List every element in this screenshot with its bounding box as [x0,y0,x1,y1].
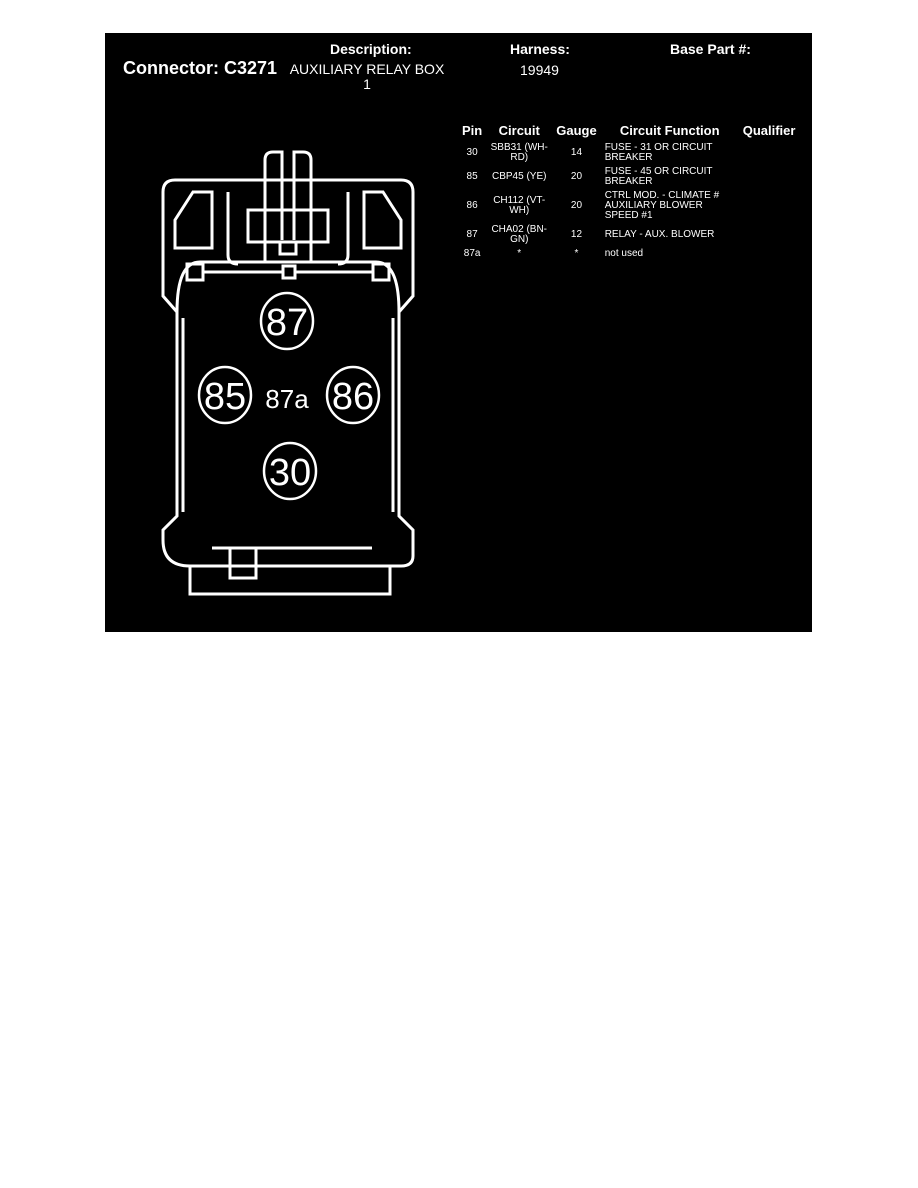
col-function: Circuit Function [619,123,720,138]
function: FUSE - 31 OR CIRCUIT BREAKER [604,142,713,163]
pin-87a-label: 87a [265,384,309,414]
pin-86-circle [325,365,381,425]
circuit: CH112 (VT-WH) [493,195,546,216]
circuit: SBB31 (WH-RD) [490,142,548,163]
function: not used [604,248,644,259]
function: RELAY - AUX. BLOWER [604,229,715,240]
harness-label: Harness: [510,41,570,57]
pin-87-circle [259,291,315,351]
col-pin: Pin [462,123,483,138]
gauge: 20 [570,171,583,182]
pin: 86 [466,200,478,211]
connector-panel: Connector: C3271 Description: AUXILIARY … [105,33,812,632]
table-row: 86 CH112 (VT-WH) 20 CTRL MOD. - CLIMATE … [458,189,799,223]
pin-table: Pin Circuit Gauge Circuit Function Quali… [458,123,799,261]
table-row: 30 SBB31 (WH-RD) 14 FUSE - 31 OR CIRCUIT… [458,141,799,165]
description-label: Description: [330,41,412,57]
table-row: 87 CHA02 (BN-GN) 12 RELAY - AUX. BLOWER [458,223,799,247]
pin: 87 [466,229,478,240]
gauge: * [574,248,579,259]
table-header: Pin Circuit Gauge Circuit Function Quali… [458,123,799,141]
table-row: 87a * * not used [458,247,799,261]
harness-value: 19949 [520,62,559,78]
circuit: CBP45 (YE) [492,171,547,182]
pin-30-circle [262,441,318,501]
gauge: 14 [570,147,583,158]
pin: 85 [466,171,478,182]
pin-86-label: 86 [332,376,374,418]
col-qualifier: Qualifier [742,123,796,138]
circuit: CHA02 (BN-GN) [491,224,548,245]
description-value: AUXILIARY RELAY BOX 1 [289,61,445,92]
gauge: 12 [570,229,583,240]
connector-label: Connector: C3271 [123,58,278,78]
pin: 87a [463,248,481,259]
pin-30-label: 30 [269,452,311,494]
pin-85-label: 85 [204,376,246,418]
pin-87-label: 87 [266,302,308,344]
function: FUSE - 45 OR CIRCUIT BREAKER [604,166,713,187]
col-gauge: Gauge [556,123,597,138]
circuit: * [517,248,522,259]
pin-circles [197,291,381,501]
connector-face-drawing: 87 85 87a 86 30 [161,150,415,596]
gauge: 20 [570,200,583,211]
function: CTRL MOD. - CLIMATE # AUXILIARY BLOWER S… [604,190,720,221]
connector-outline [161,150,415,596]
base-part-label: Base Part #: [670,41,751,57]
pin-85-circle [197,365,253,425]
table-row: 85 CBP45 (YE) 20 FUSE - 45 OR CIRCUIT BR… [458,165,799,189]
col-circuit: Circuit [498,123,540,138]
pin: 30 [466,147,478,158]
